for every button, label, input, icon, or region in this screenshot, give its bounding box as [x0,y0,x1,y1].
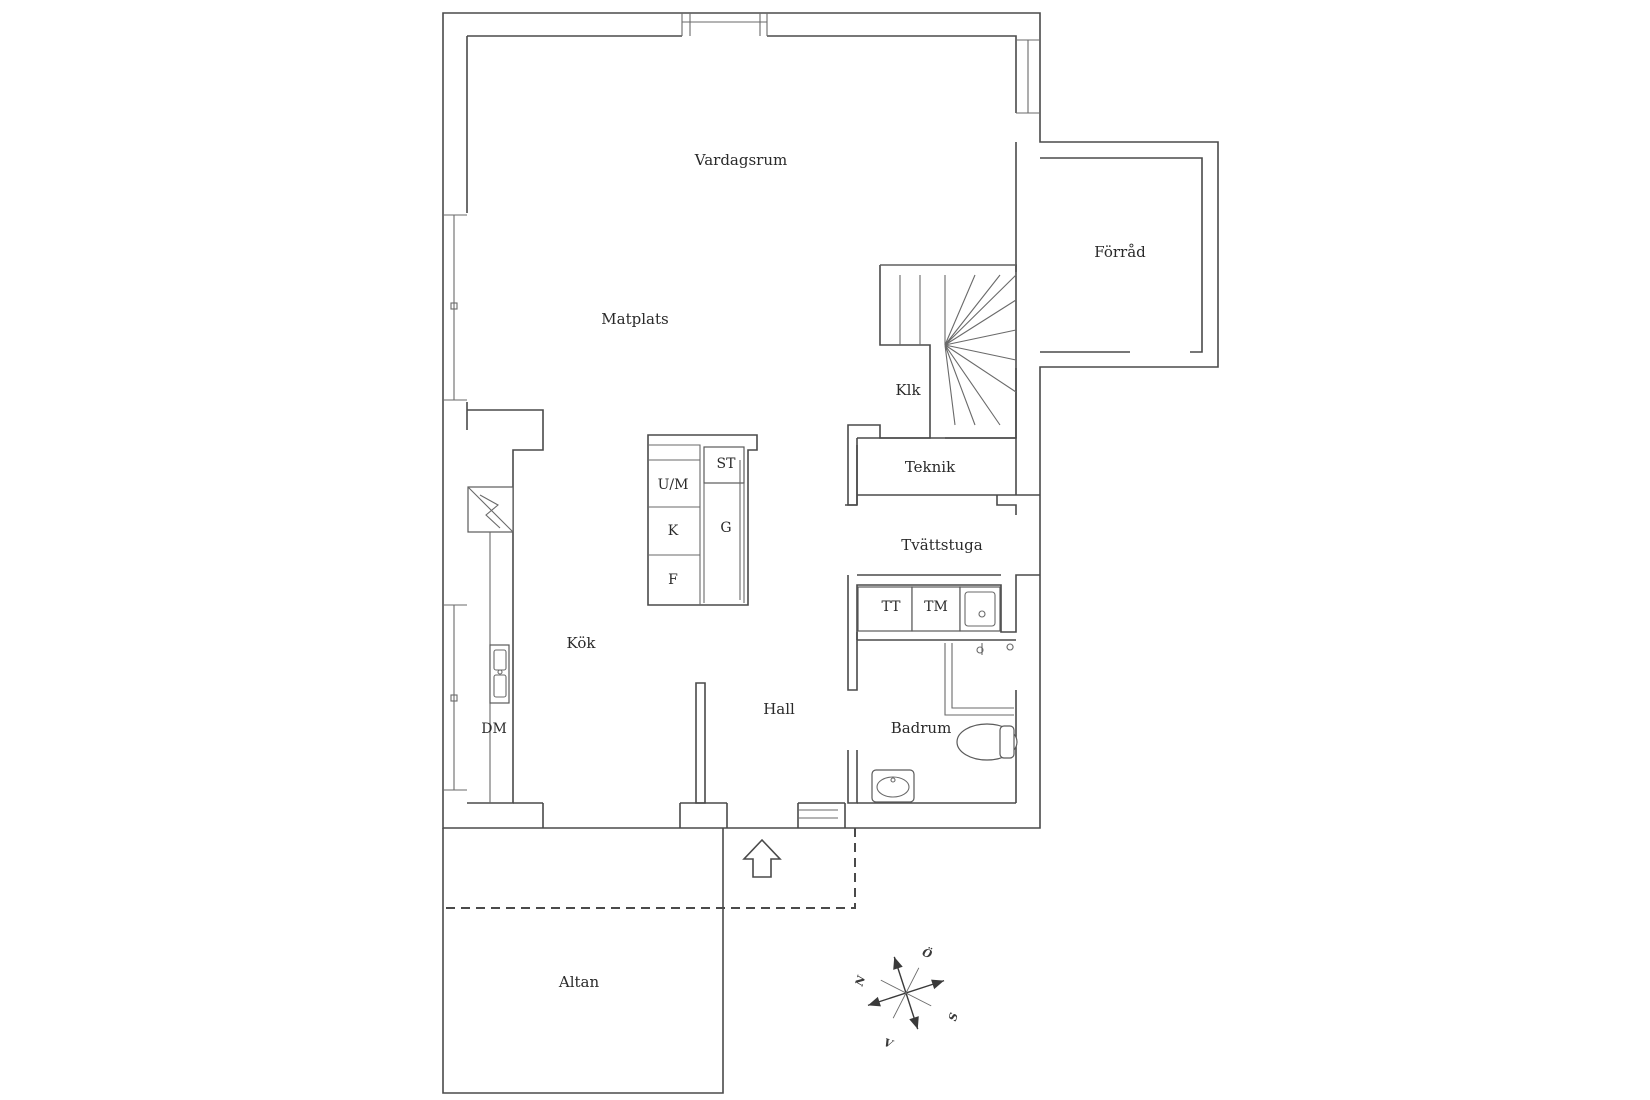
compass-label-s: S [946,1011,961,1023]
room-label-klk: Klk [895,381,921,399]
appliance-label-um: U/M [658,477,689,493]
room-label-altan: Altan [558,973,600,991]
appliance-label-k: K [668,523,679,539]
storage-room [1040,157,1203,353]
room-label-tvattstuga: Tvättstuga [901,536,982,554]
appliance-label-g: G [720,520,731,536]
compass-label-o: Ö [921,945,935,961]
appliance-label-tm: TM [924,599,948,615]
appliance-label-dm: DM [481,721,507,737]
appliance-label-st: ST [717,456,737,472]
interior-walls [513,264,1040,828]
appliance-labels: ST U/M K G F DM TT TM [481,456,948,737]
room-label-forrad: Förråd [1094,243,1146,261]
room-label-matplats: Matplats [601,310,668,328]
compass-label-n: N [852,973,868,988]
outer-walls [442,12,1219,829]
entry-arrow-icon [742,838,782,878]
room-label-teknik: Teknik [905,458,956,476]
compass-icon [867,956,945,1030]
room-label-badrum: Badrum [891,719,952,737]
room-labels: Vardagsrum Matplats Förråd Klk Teknik Tv… [558,151,1146,991]
room-label-kok: Kök [567,634,597,652]
room-label-hall: Hall [763,700,795,718]
appliance-label-tt: TT [882,599,902,615]
kitchen-wall [467,409,544,804]
compass-labels: N Ö S V [852,945,960,1052]
kitchen-island [647,434,758,606]
entrance-area [442,828,856,1094]
appliance-label-f: F [668,572,678,588]
compass-label-v: V [882,1036,896,1051]
bathroom-fixtures [871,643,1018,803]
laundry-fixtures [857,586,1001,632]
room-label-vardagsrum: Vardagsrum [694,151,787,169]
